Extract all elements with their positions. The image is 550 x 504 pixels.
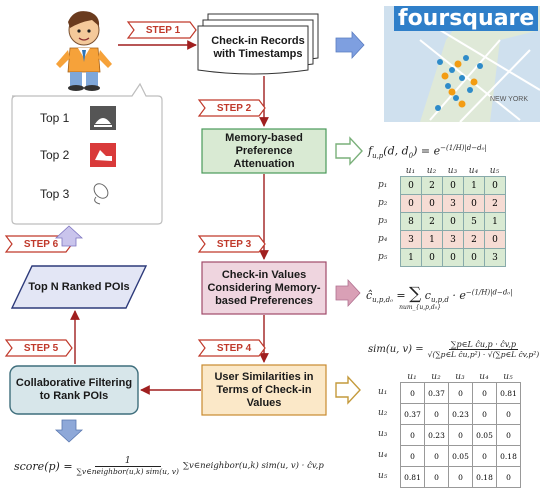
memory-box-shape bbox=[201, 128, 327, 174]
matrix-cell: 0 bbox=[496, 403, 521, 425]
matrix-cell: 3 bbox=[484, 248, 506, 267]
arrow-cf-down bbox=[54, 419, 84, 443]
matrix-cell: 0 bbox=[472, 445, 497, 467]
similarity-formula: sim(u, v) = ∑p∈L ĉu,p · ĉv,p √(∑p∈L ĉu,p… bbox=[368, 340, 540, 359]
matrix-cell: 0 bbox=[448, 382, 473, 404]
top-2-label: Top 2 bbox=[40, 148, 70, 162]
matrix-cell: 0 bbox=[424, 403, 449, 425]
matrix-cell: 0 bbox=[496, 424, 521, 446]
matrix-cell: 3 bbox=[442, 194, 464, 213]
matrix-cell: 0.37 bbox=[400, 403, 425, 425]
matrix-cell: 0.05 bbox=[448, 445, 473, 467]
step-6-label: STEP 6 bbox=[23, 238, 59, 250]
arrow-bubble-up bbox=[54, 225, 84, 247]
matrix-cell: 0 bbox=[400, 176, 422, 195]
matrix-cell: 0 bbox=[472, 403, 497, 425]
matrix-cell: 0 bbox=[463, 194, 485, 213]
shoe-icon bbox=[90, 143, 116, 167]
matrix-cell: 2 bbox=[463, 230, 485, 249]
arrow-to-values bbox=[335, 278, 361, 308]
matrix-cell: 0.18 bbox=[472, 466, 497, 488]
top-n-label: Top N Ranked POIs bbox=[28, 280, 130, 293]
cf-box-shape bbox=[9, 365, 139, 415]
step-1-label: STEP 1 bbox=[145, 24, 181, 36]
matrix-cell: 0 bbox=[424, 445, 449, 467]
values-box-shape bbox=[201, 261, 327, 315]
map-city-label: NEW YORK bbox=[490, 96, 528, 103]
matrix-cell: 0 bbox=[496, 466, 521, 488]
user-similarity-label: User Similarities in Terms of Check-in V… bbox=[214, 370, 314, 409]
foursquare-logo: foursquare bbox=[394, 6, 539, 31]
matrix-cell: 0 bbox=[472, 382, 497, 404]
matrix-cell: 0.18 bbox=[496, 445, 521, 467]
matrix-cell: 0 bbox=[442, 176, 464, 195]
matrix-cell: 0 bbox=[484, 176, 506, 195]
checkin-records-label: Check-in Records with Timestamps bbox=[211, 35, 305, 60]
matrix-cell: 0.37 bbox=[424, 382, 449, 404]
matrix-cell: 0.81 bbox=[496, 382, 521, 404]
matrix-cell: 8 bbox=[400, 212, 422, 231]
matrix-cell: 5 bbox=[463, 212, 485, 231]
step-4-label: STEP 4 bbox=[216, 342, 252, 354]
matrix-cell: 2 bbox=[484, 194, 506, 213]
matrix-cell: 0 bbox=[400, 445, 425, 467]
matrix-cell: 3 bbox=[400, 230, 422, 249]
matrix-cell: 0 bbox=[448, 424, 473, 446]
matrix-cell: 0.81 bbox=[400, 466, 425, 488]
matrix-cell: 0 bbox=[448, 466, 473, 488]
user-figure bbox=[56, 11, 112, 91]
topn-box-shape bbox=[10, 265, 148, 309]
step-5-label: STEP 5 bbox=[23, 342, 59, 354]
matrix-cell: 0 bbox=[442, 212, 464, 231]
matrix-cell: 0 bbox=[400, 382, 425, 404]
matrix-cell: 1 bbox=[463, 176, 485, 195]
top-list-bubble bbox=[11, 82, 163, 225]
mouse-icon bbox=[93, 183, 109, 205]
matrix-cell: 0.23 bbox=[448, 403, 473, 425]
matrix-cell: 0 bbox=[421, 248, 443, 267]
checkin-values-label: Check-in Values Considering Memory-based… bbox=[207, 268, 321, 307]
matrix-cell: 0 bbox=[463, 248, 485, 267]
step-banners bbox=[4, 21, 266, 357]
matrix-cell: 0 bbox=[400, 424, 425, 446]
attenuation-formula: fu,p(d, d0) = e−(1/H)|d−d₀| bbox=[368, 144, 487, 160]
top-3-label: Top 3 bbox=[40, 187, 70, 201]
checkin-records-stack bbox=[197, 13, 319, 75]
matrix-cell: 1 bbox=[400, 248, 422, 267]
matrix-cell: 1 bbox=[484, 212, 506, 231]
matrix-cell: 0 bbox=[424, 466, 449, 488]
step-3-label: STEP 3 bbox=[216, 238, 252, 250]
matrix-cell: 1 bbox=[421, 230, 443, 249]
matrix-cell: 0 bbox=[400, 194, 422, 213]
matrix-cell: 2 bbox=[421, 176, 443, 195]
memory-attenuation-label: Memory-based Preference Attenuation bbox=[225, 131, 303, 170]
matrix-cell: 0 bbox=[421, 194, 443, 213]
similarity-box-shape bbox=[201, 364, 327, 416]
arrow-to-map bbox=[335, 30, 365, 60]
collaborative-filtering-label: Collaborative Filtering to Rank POIs bbox=[15, 377, 133, 402]
matrix-cell: 0.23 bbox=[424, 424, 449, 446]
matrix-cell: 2 bbox=[421, 212, 443, 231]
matrix-cell: 0 bbox=[484, 230, 506, 249]
score-formula: score(p) = 1 ∑v∈neighbor(u,k) sim(u, v) … bbox=[14, 456, 324, 476]
step-2-label: STEP 2 bbox=[216, 102, 252, 114]
arrow-to-attenuation bbox=[335, 136, 363, 166]
matrix-cell: 3 bbox=[442, 230, 464, 249]
flow-arrows bbox=[70, 40, 269, 395]
restaurant-icon bbox=[90, 106, 116, 130]
checkin-value-formula: ĉu,p,d₀ = ∑ num_{u,p,d₀} cu,p,d · e−(1/H… bbox=[366, 284, 513, 311]
arrow-to-similarity bbox=[335, 375, 361, 405]
top-1-label: Top 1 bbox=[40, 111, 70, 125]
matrix-cell: 0 bbox=[442, 248, 464, 267]
matrix-cell: 0.05 bbox=[472, 424, 497, 446]
